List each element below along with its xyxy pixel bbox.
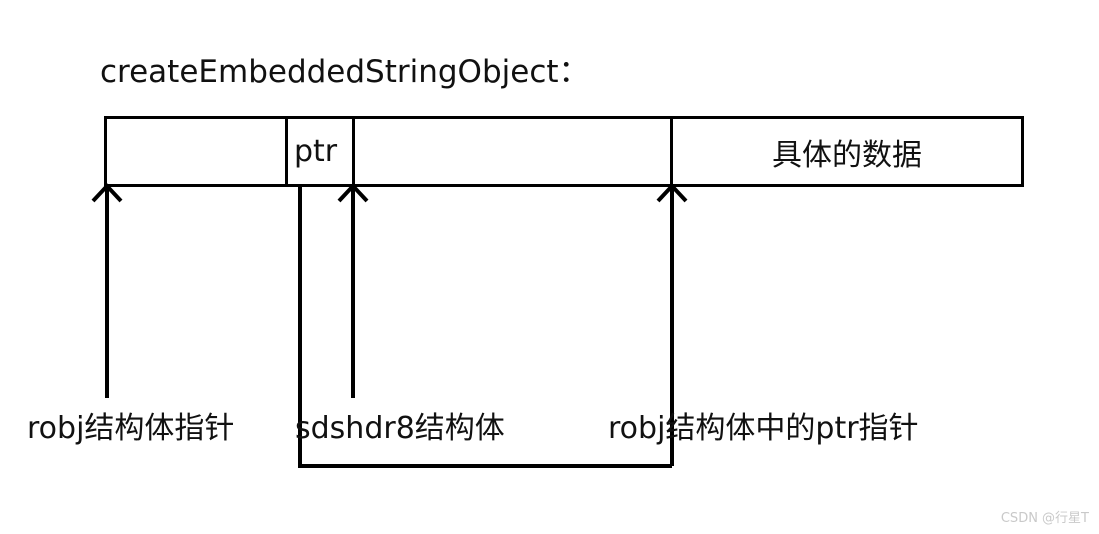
cell-sdshdr8 <box>355 119 673 184</box>
pointer-line-sdshdr-arrow <box>337 183 369 398</box>
annotation-sdshdr8-struct: sdshdr8结构体 <box>295 411 505 446</box>
watermark-text: CSDN @行星T <box>1000 511 1089 526</box>
annotation-robj-inner-ptr: robj结构体中的ptr指针 <box>608 411 919 446</box>
cell-data: 具体的数据 <box>772 137 922 173</box>
cell-robj-header <box>107 119 288 184</box>
annotation-robj-pointer: robj结构体指针 <box>27 411 235 446</box>
cell-ptr: ptr <box>288 119 355 184</box>
memory-layout-box: ptr 具体的数据 <box>104 116 1024 187</box>
pointer-line-robj <box>91 183 123 398</box>
diagram-title: createEmbeddedStringObject： <box>100 54 590 90</box>
